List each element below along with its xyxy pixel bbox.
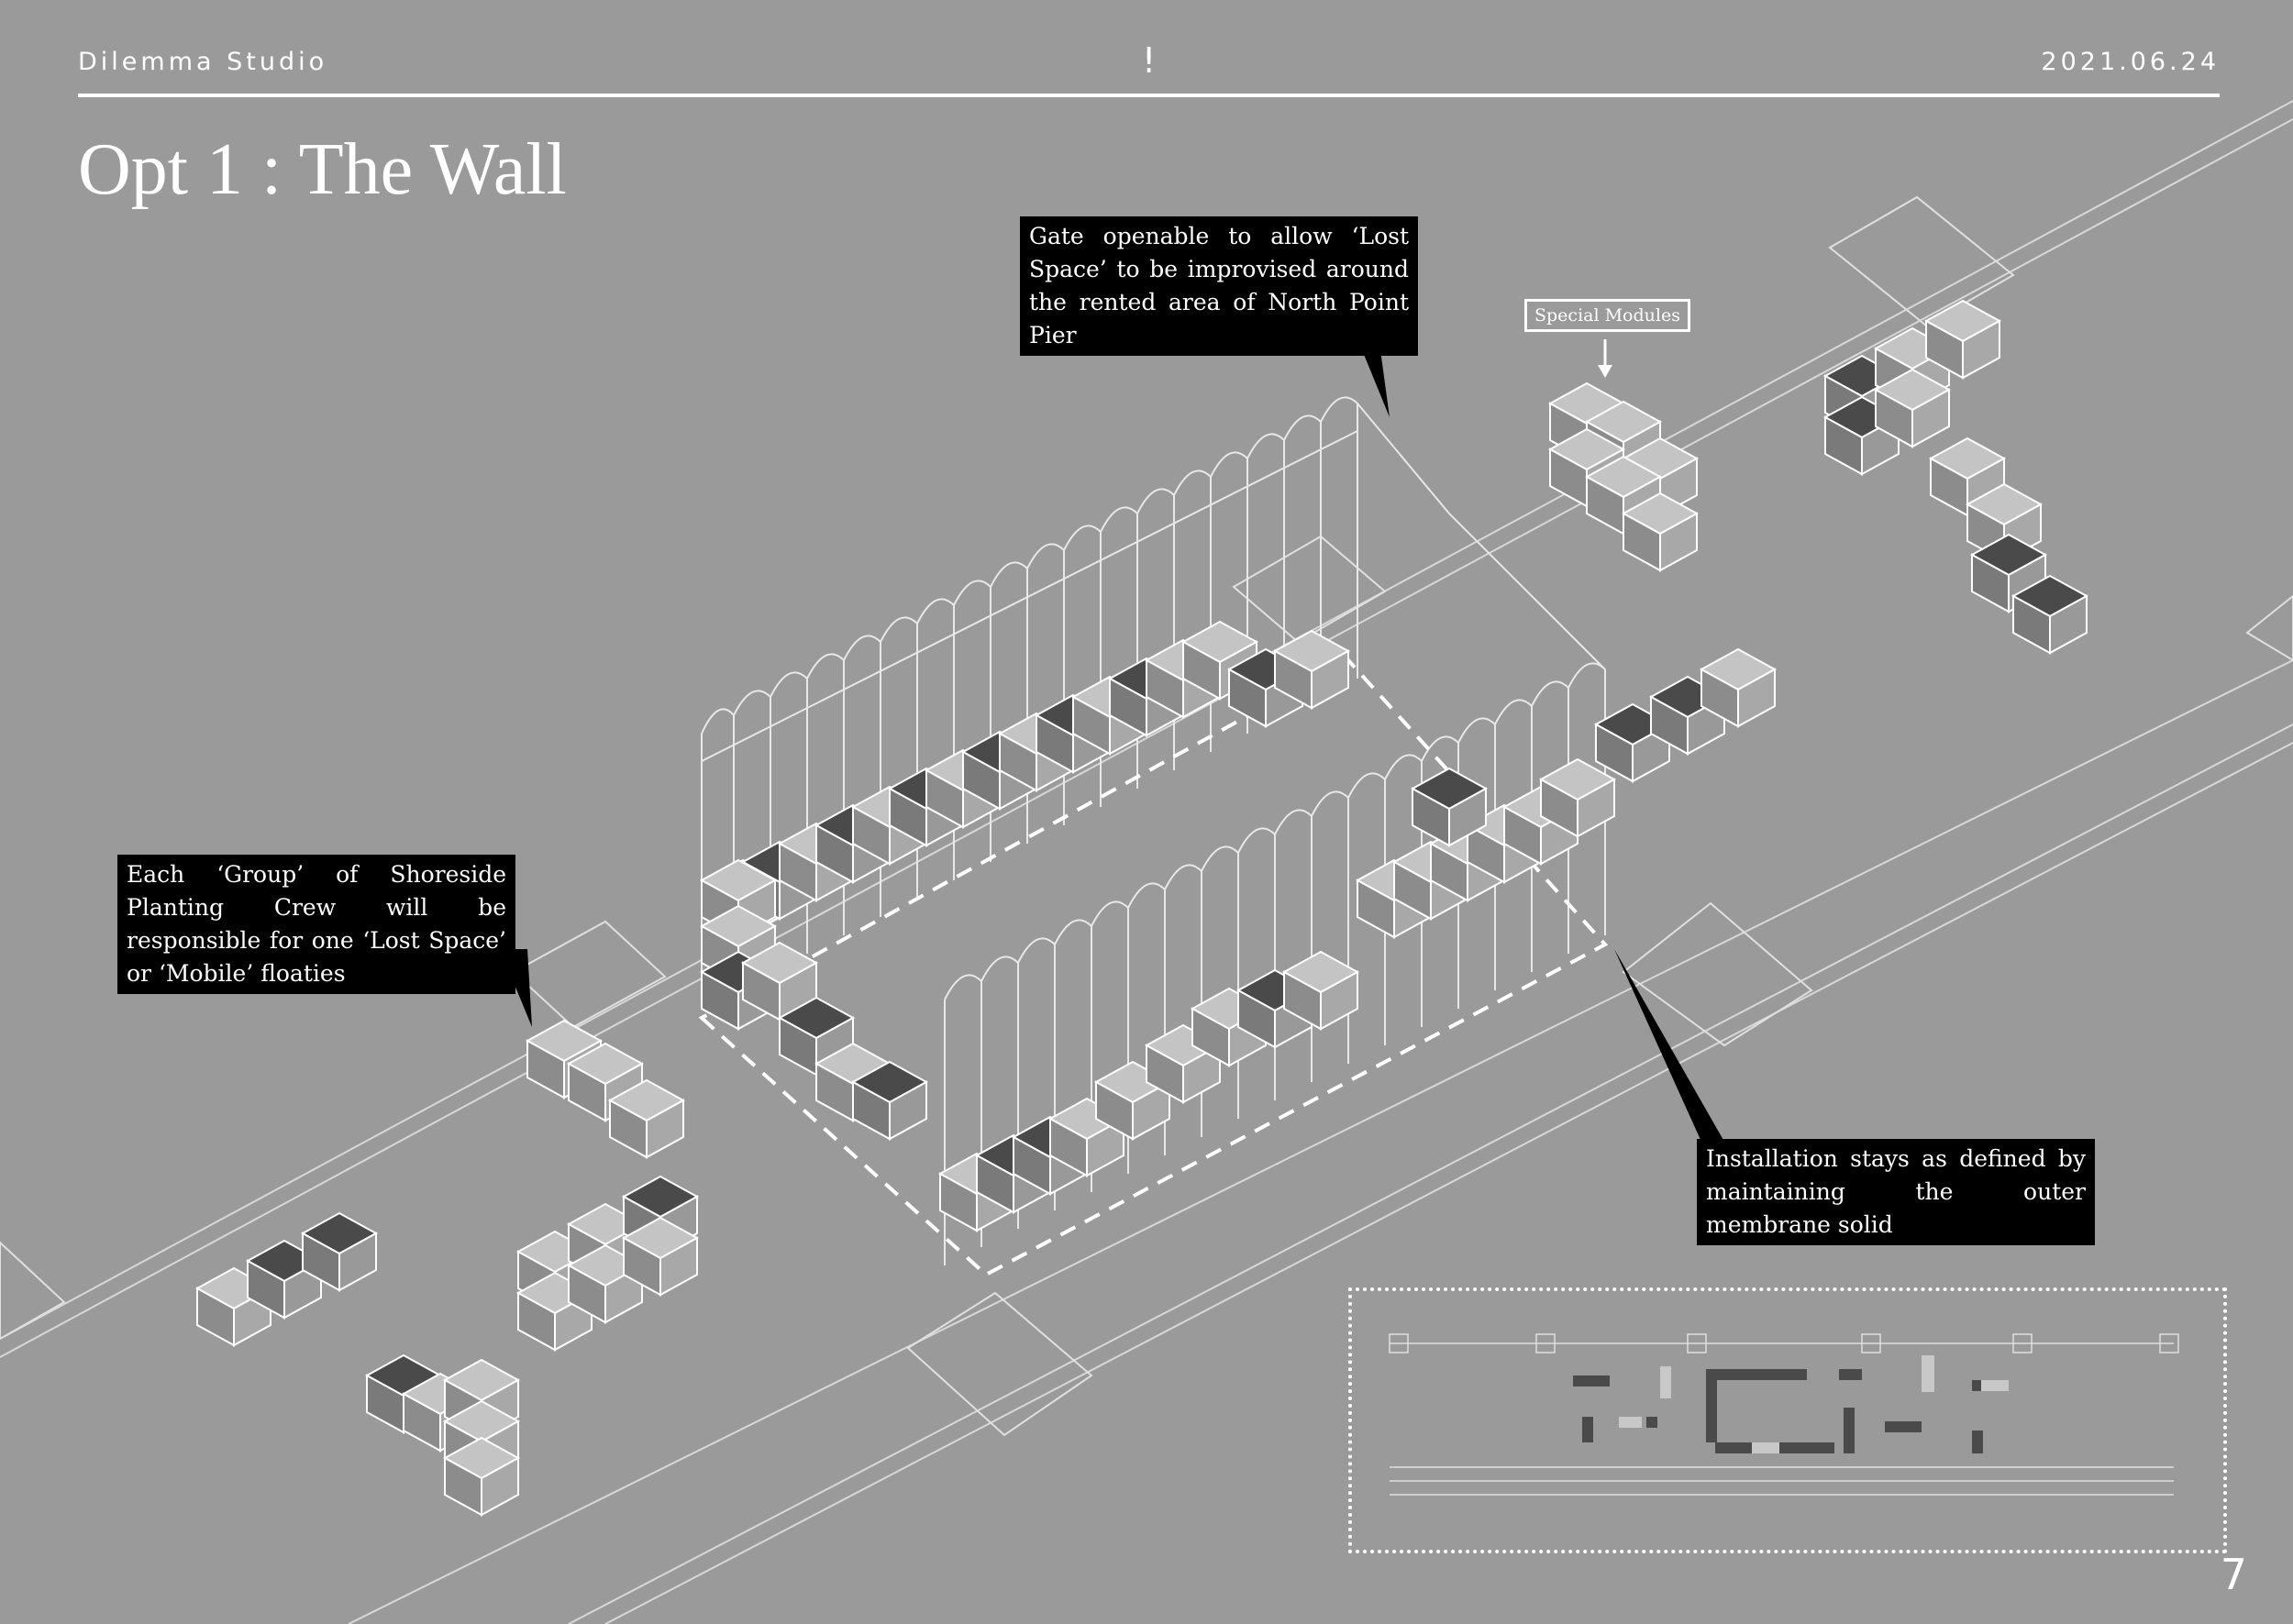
inset-plan [1389,1333,2179,1496]
inset-plan-frame [1348,1287,2227,1553]
ground-plots [0,195,2293,1437]
studio-name: Dilemma Studio [78,48,328,76]
header-mark: ! [1142,40,1157,81]
left-stack [701,859,927,1140]
pier-lines [0,100,2293,1624]
inset-light-modules [1619,1355,2009,1453]
footprint-dashed [698,657,1609,1277]
groups-callout: Each ‘Group’ of Shoreside Planting Crew … [117,855,515,994]
gate-callout: Gate openable to allow ‘Lost Space’ to b… [1020,216,1418,356]
installation-callout: Installation stays as defined by maintai… [1697,1139,2095,1245]
membrane-back [701,396,1358,1009]
header-rule [78,94,2220,97]
page-title: Opt 1 : The Wall [78,129,567,210]
header-date: 2021.06.24 [2041,48,2220,76]
page-number: 7 [2220,1550,2247,1599]
special-modules-label: Special Modules [1524,299,1690,332]
